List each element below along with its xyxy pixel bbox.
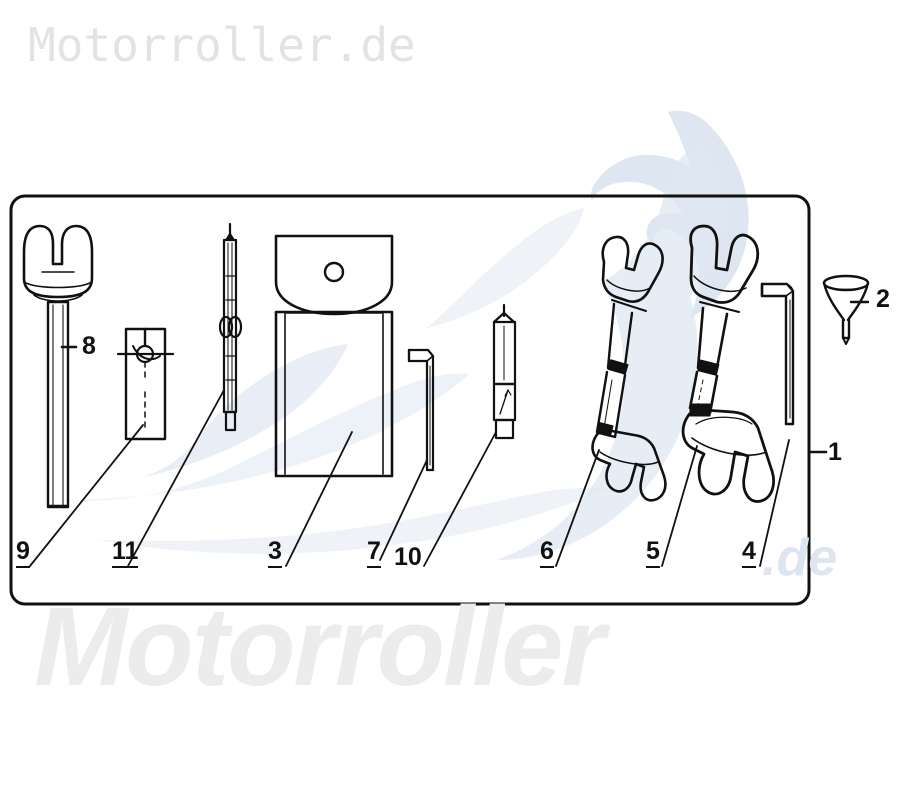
part-2-funnel [822, 274, 870, 345]
part-4-allen-key [760, 282, 795, 426]
part-11-rod [218, 222, 243, 432]
leader-10 [423, 431, 497, 567]
leader-5 [661, 445, 698, 567]
leader-6 [555, 449, 600, 567]
part-10-handle [492, 303, 517, 440]
part-3-tool-bag [274, 234, 394, 478]
watermark-bottom-large: Motorroller [34, 584, 605, 709]
callout-1-tool-kit[interactable]: 1 [828, 438, 842, 466]
callout-5-open-end-wrench[interactable]: 5 [646, 539, 660, 568]
leader-11 [127, 389, 225, 567]
part-9-bracket [116, 327, 175, 441]
callout-10-handle[interactable]: 10 [394, 543, 422, 571]
callout-7-allen-key-small[interactable]: 7 [367, 539, 381, 568]
leader-9 [29, 424, 144, 567]
watermark-bottom-right-de: .de [762, 529, 838, 587]
tool-kit-frame-rect [9, 194, 811, 606]
callout-2-funnel[interactable]: 2 [876, 285, 890, 313]
leader-4 [759, 439, 790, 567]
callout-11-rod[interactable]: 11 [112, 539, 139, 568]
part-8-spark-plug-wrench [22, 224, 94, 509]
part-6-open-end-wrench [591, 235, 667, 502]
leader-3 [285, 431, 353, 567]
callout-9-bracket[interactable]: 9 [16, 539, 30, 568]
leader-7 [379, 459, 428, 561]
part-7-allen-key-small [407, 348, 435, 472]
watermark-top-left: Motorroller.de [28, 18, 416, 72]
part-5-open-end-wrench [681, 224, 775, 503]
callout-4-allen-key-right[interactable]: 4 [742, 539, 756, 568]
callout-6-open-end-wrench[interactable]: 6 [540, 539, 554, 568]
callout-3-tool-bag[interactable]: 3 [268, 539, 282, 568]
callout-8-spark-plug-wrench[interactable]: 8 [82, 332, 96, 360]
